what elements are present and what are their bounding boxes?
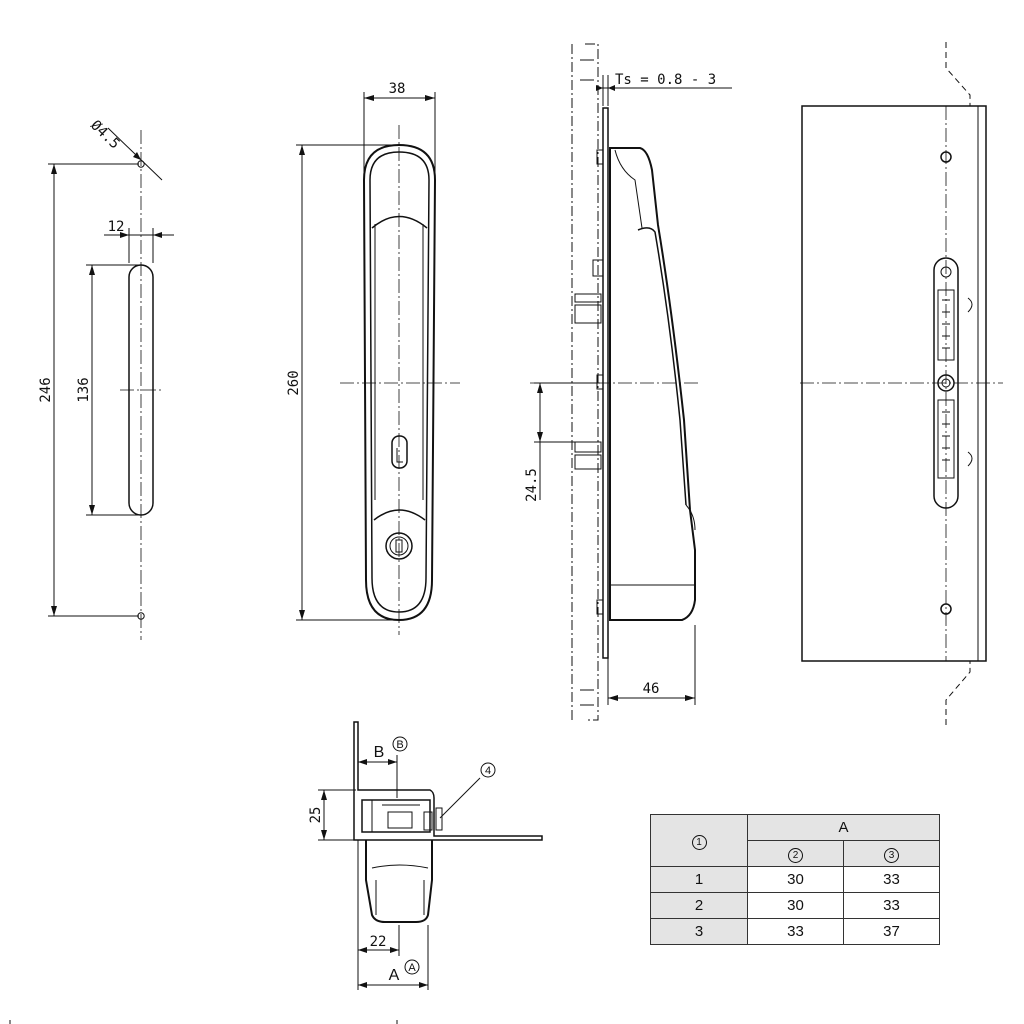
lock-cylinder bbox=[385, 532, 413, 560]
table-row: 1 30 33 bbox=[650, 866, 940, 893]
table-row-label: 1 bbox=[650, 866, 748, 893]
door-rear-view bbox=[800, 42, 1003, 725]
dim-section-height: 25 bbox=[308, 807, 324, 824]
table-col-header-marker: 2 bbox=[788, 847, 803, 863]
handle-outline bbox=[362, 143, 437, 622]
table-row-label: 2 bbox=[650, 892, 748, 919]
rear-hole-bottom bbox=[940, 603, 952, 615]
section-view: 4 B B 25 22 A A bbox=[308, 721, 543, 990]
dim-section-width: 22 bbox=[370, 934, 387, 950]
table-cell: 30 bbox=[747, 866, 844, 893]
table-cell: 33 bbox=[843, 892, 940, 919]
handle-section-outline bbox=[365, 840, 433, 923]
table-corner-marker: 1 bbox=[691, 834, 707, 850]
table-row: 3 33 37 bbox=[650, 918, 940, 945]
dim-handle-depth: 46 bbox=[643, 681, 660, 697]
callout-b-marker: B bbox=[396, 739, 403, 751]
dim-slot-width: 12 bbox=[108, 219, 125, 235]
callout-a-marker: A bbox=[408, 962, 416, 974]
cutout-slot bbox=[128, 264, 154, 516]
table-col-header: 3 bbox=[843, 840, 940, 867]
dim-hole-spacing: 246 bbox=[38, 377, 54, 402]
table-cell: 33 bbox=[747, 918, 844, 945]
table-col-header-marker: 3 bbox=[884, 847, 899, 863]
callout-circle-4 bbox=[480, 762, 496, 778]
table-group-header: A bbox=[747, 814, 940, 841]
handle-side-outline bbox=[609, 147, 696, 621]
table-corner-cell: 1 bbox=[650, 814, 748, 867]
dim-offset: 24.5 bbox=[524, 468, 540, 502]
table-cell: 33 bbox=[843, 866, 940, 893]
table-row-label: 3 bbox=[650, 918, 748, 945]
table-col-header: 2 bbox=[747, 840, 844, 867]
door-sheet-section bbox=[353, 721, 543, 841]
rear-slot bbox=[933, 257, 959, 509]
handle-side-view: Ts = 0.8 - 3 24.5 46 bbox=[524, 43, 732, 721]
dim-b-label: B bbox=[374, 744, 385, 761]
cutout-view: 246 136 12 Ø4.5 bbox=[38, 117, 174, 640]
dim-hole-diameter: Ø4.5 bbox=[87, 117, 122, 152]
dim-handle-length: 260 bbox=[286, 370, 302, 395]
dim-slot-length: 136 bbox=[76, 377, 92, 402]
callout-label-4: 4 bbox=[485, 765, 491, 777]
dim-sheet-thickness: Ts = 0.8 - 3 bbox=[615, 72, 716, 88]
door-panel bbox=[801, 105, 987, 662]
lever-slot bbox=[391, 435, 408, 469]
rear-hole-top bbox=[940, 151, 952, 163]
table-row: 2 30 33 bbox=[650, 892, 940, 919]
dimension-table: 1 A 2 3 1 30 33 2 30 33 3 33 37 bbox=[650, 814, 940, 945]
handle-front-view: 38 260 bbox=[286, 81, 460, 635]
table-cell: 30 bbox=[747, 892, 844, 919]
dim-handle-width: 38 bbox=[389, 81, 406, 97]
table-cell: 37 bbox=[843, 918, 940, 945]
dim-a-label: A bbox=[389, 967, 400, 984]
